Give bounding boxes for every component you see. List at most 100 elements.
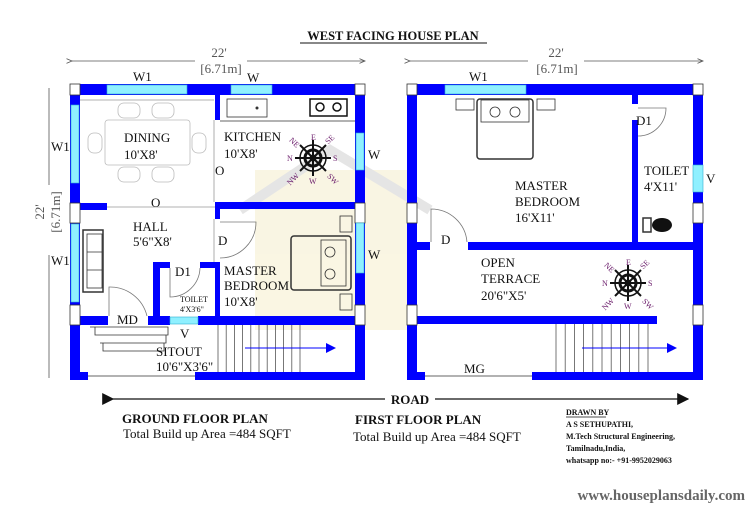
walls — [407, 84, 703, 380]
room-bedroom: BEDROOM — [224, 278, 289, 293]
first-floor-title: FIRST FLOOR PLAN — [355, 412, 482, 427]
label-door-d1: D1 — [175, 264, 191, 279]
svg-text:whatsapp no:- +91-9952029063: whatsapp no:- +91-9952029063 — [566, 456, 672, 465]
room-master: MASTER — [515, 178, 568, 193]
svg-text:A S SETHUPATHI,: A S SETHUPATHI, — [566, 420, 633, 429]
window-w1-left-top — [70, 104, 80, 184]
plan-title: WEST FACING HOUSE PLAN — [307, 29, 478, 43]
label-w1-top: W1 — [133, 69, 152, 84]
label-door-d: D — [218, 233, 227, 248]
bed — [455, 98, 556, 160]
window-w1-top — [106, 84, 188, 95]
svg-text:NE: NE — [602, 261, 616, 275]
svg-text:W: W — [624, 302, 632, 311]
compass-rose-first: E NE SE N S NW W SW — [600, 258, 655, 312]
watermark-logo — [237, 144, 433, 330]
first-floor-area: Total Build up Area =484 SQFT — [353, 429, 521, 444]
svg-text:S: S — [333, 154, 337, 163]
label-w1-left-top: W1 — [51, 139, 70, 154]
label-w-right-top: W — [368, 147, 381, 162]
svg-text:W: W — [309, 177, 317, 186]
label-w1-left-bottom: W1 — [51, 253, 70, 268]
ground-floor-plan: 22' [6.71m] 22' [6.71m] — [30, 45, 381, 380]
room-bedroom-size: 16'X11' — [515, 210, 555, 225]
room-hall: HALL — [133, 219, 168, 234]
dining-table — [87, 102, 207, 183]
ventilator-v — [692, 164, 704, 193]
room-terrace: TERRACE — [481, 271, 540, 286]
svg-text:NE: NE — [287, 136, 301, 150]
toilet-fixture — [642, 217, 672, 233]
label-ventilator: V — [706, 171, 716, 186]
label-main-gate: MG — [464, 361, 485, 376]
door-d[interactable] — [219, 221, 257, 259]
svg-text:SE: SE — [323, 133, 336, 146]
width-dimension: 22' — [211, 45, 226, 60]
svg-text:Tamilnadu,India,: Tamilnadu,India, — [566, 444, 625, 453]
svg-text:E: E — [626, 258, 631, 267]
label-o-kitchen: O — [215, 163, 224, 178]
label-w1-top: W1 — [469, 69, 488, 84]
window-w-right-top — [355, 132, 365, 171]
door-d1[interactable] — [169, 267, 201, 298]
room-kitchen-size: 10'X8' — [224, 146, 258, 161]
website-watermark: www.houseplansdaily.com — [577, 488, 745, 504]
columns — [406, 83, 704, 326]
room-open: OPEN — [481, 255, 516, 270]
ground-floor-title: GROUND FLOOR PLAN — [122, 411, 269, 426]
label-ventilator: V — [180, 326, 190, 341]
svg-text:DRAWN BY: DRAWN BY — [566, 408, 610, 417]
label-w-top: W — [247, 70, 260, 85]
window-w-top — [230, 84, 273, 95]
room-dining-size: 10'X8' — [124, 147, 158, 162]
label-w-right-bottom: W — [368, 247, 381, 262]
height-dimension-m: [6.71m] — [48, 191, 63, 233]
svg-text:SE: SE — [638, 258, 651, 271]
svg-text:N: N — [287, 154, 293, 163]
label-door-d1: D1 — [636, 113, 652, 128]
kitchen-counter — [220, 98, 355, 122]
columns — [69, 83, 366, 326]
width-dimension-m: [6.71m] — [536, 61, 578, 76]
ventilator-v — [169, 316, 199, 325]
room-hall-size: 5'6"X8' — [133, 234, 172, 249]
width-dimension-m: [6.71m] — [200, 61, 242, 76]
window-w1-top — [444, 84, 527, 95]
label-main-door: MD — [117, 312, 138, 327]
credits: DRAWN BY A S SETHUPATHI, M.Tech Structur… — [566, 408, 675, 465]
room-toilet-size: 4'X3'6" — [180, 305, 204, 314]
window-w1-left-bottom — [70, 223, 80, 303]
room-toilet-size: 4'X11' — [644, 179, 677, 194]
window-w-right-bottom — [355, 222, 365, 274]
road-label: ROAD — [391, 392, 429, 407]
label-o-dining: O — [151, 195, 160, 210]
first-floor-plan: 22' [6.71m] — [407, 45, 716, 380]
label-door-d: D — [441, 232, 450, 247]
svg-text:S: S — [648, 279, 652, 288]
width-dimension: 22' — [548, 45, 563, 60]
room-toilet: TOILET — [644, 163, 689, 178]
room-bedroom: BEDROOM — [515, 194, 580, 209]
bed — [290, 215, 353, 311]
room-bedroom-size: 10'X8' — [224, 294, 258, 309]
door-d1[interactable] — [637, 107, 667, 137]
room-master: MASTER — [224, 263, 277, 278]
room-dining: DINING — [124, 130, 170, 145]
room-sitout: SITOUT — [156, 344, 202, 359]
compass-rose-ground: E NE SE N S NW W SW — [285, 133, 340, 187]
svg-text:E: E — [311, 133, 316, 142]
sofa — [82, 229, 104, 293]
svg-text:M.Tech Structural Engineering,: M.Tech Structural Engineering, — [566, 432, 675, 441]
door-d[interactable] — [430, 208, 468, 243]
room-terrace-size: 20'6"X5' — [481, 288, 526, 303]
sitout-steps — [90, 326, 169, 352]
svg-text:N: N — [602, 279, 608, 288]
svg-text:NW: NW — [600, 296, 616, 312]
room-kitchen: KITCHEN — [224, 129, 282, 144]
main-door-md[interactable] — [108, 286, 148, 317]
svg-text:SW: SW — [640, 297, 655, 312]
ground-floor-area: Total Build up Area =484 SQFT — [123, 426, 291, 441]
room-toilet: TOILET — [180, 295, 208, 304]
room-sitout-size: 10'6"X3'6" — [156, 359, 213, 374]
